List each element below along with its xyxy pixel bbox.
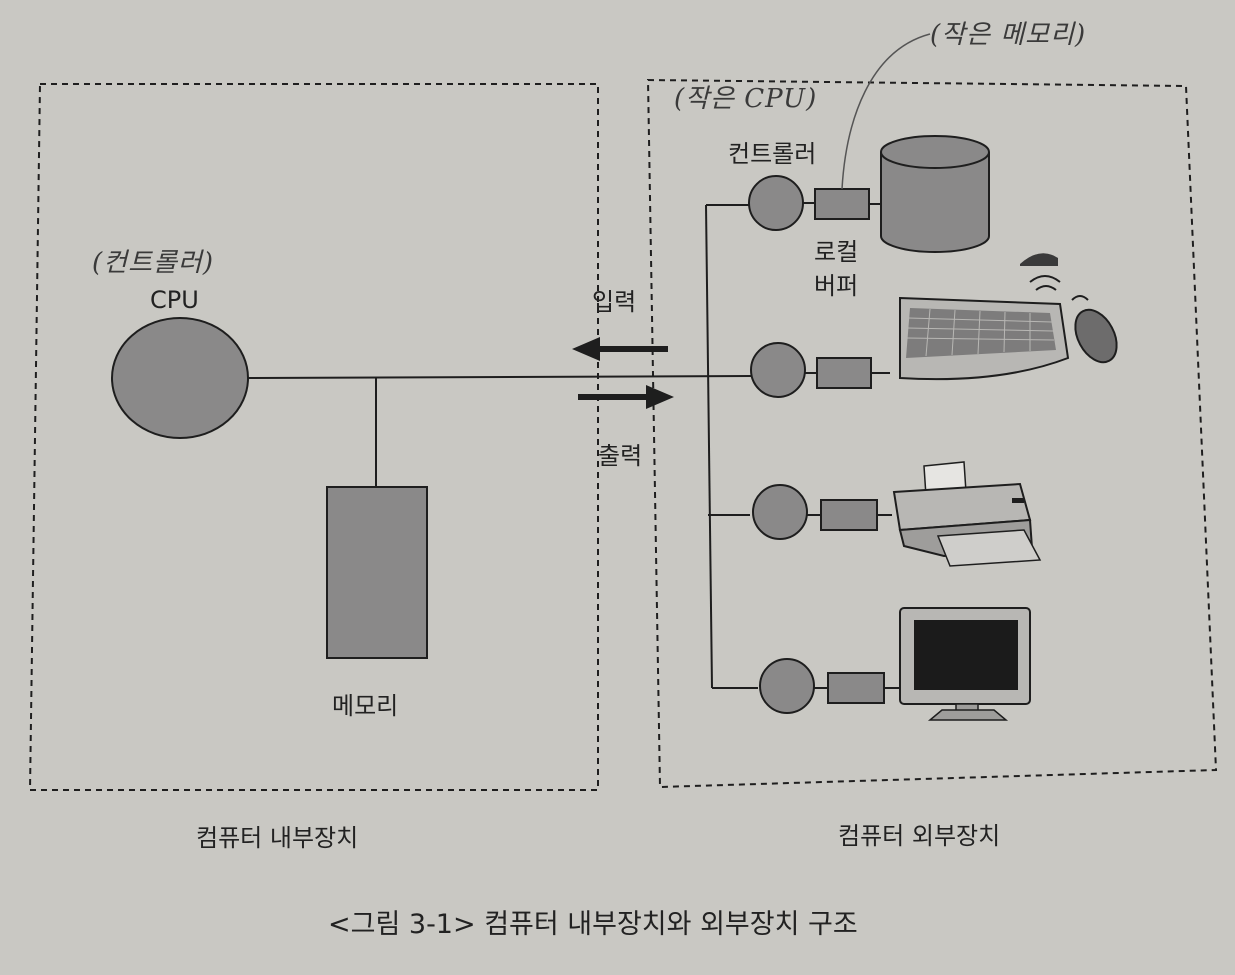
controller-circle — [759, 658, 815, 714]
output-label: 출력 — [598, 442, 643, 470]
monitor-icon — [899, 607, 1031, 721]
local-buffer — [814, 188, 870, 220]
figure-caption: <그림 3-1> 컴퓨터 내부장치와 외부장치 구조 — [328, 909, 858, 940]
handwritten-cpu-note: (컨트롤러) — [92, 248, 214, 278]
input-label: 입력 — [592, 288, 637, 316]
system-bus — [247, 375, 753, 379]
local-buffer-label-line2: 버퍼 — [814, 272, 859, 300]
output-arrow — [578, 385, 674, 409]
controller-circle — [750, 342, 806, 398]
controller-circle — [748, 175, 804, 231]
handwritten-small-cpu: (작은 CPU) — [674, 84, 818, 114]
device-bus — [705, 204, 713, 689]
keyboard-mouse-icon — [899, 253, 1118, 381]
cpu-label: CPU — [150, 286, 199, 314]
memory-label: 메모리 — [332, 692, 399, 720]
disk-icon — [880, 135, 990, 253]
controller-circle — [752, 484, 808, 540]
controller-label: 컨트롤러 — [728, 140, 817, 168]
internal-devices-box — [28, 83, 599, 791]
annotation-leader-line — [841, 33, 931, 190]
external-devices-box — [646, 78, 1218, 789]
local-buffer — [820, 499, 878, 531]
local-buffer — [827, 672, 885, 704]
printer-icon — [892, 461, 1042, 567]
handwritten-small-memory: (작은 메모리) — [930, 20, 1087, 50]
input-arrow — [572, 337, 668, 361]
local-buffer — [816, 357, 872, 389]
external-devices-label: 컴퓨터 외부장치 — [838, 822, 1001, 850]
cpu-circle — [111, 317, 249, 439]
internal-devices-label: 컴퓨터 내부장치 — [196, 824, 359, 852]
memory-block — [326, 486, 428, 659]
local-buffer-label-line1: 로컬 — [814, 238, 859, 266]
